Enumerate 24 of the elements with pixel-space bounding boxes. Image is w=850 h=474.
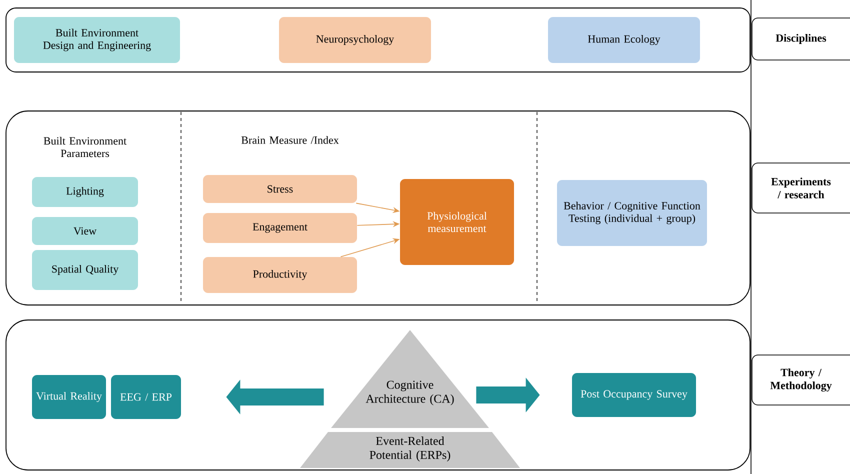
method-box: EEG / ERP: [111, 375, 181, 419]
discipline-box: Built Environment Design and Engineering: [14, 17, 180, 63]
parameter-box: View: [32, 217, 138, 245]
measure-box: Productivity: [203, 257, 357, 293]
discipline-box: Human Ecology: [548, 17, 700, 63]
pyramid-top: Cognitive Architecture (CA): [331, 330, 489, 428]
parameter-box: Spatial Quality: [32, 250, 138, 290]
pyramid-base: Event-Related Potential (ERPs): [300, 432, 520, 468]
section-tab: Theory / Methodology: [752, 354, 850, 406]
parameter-box: Lighting: [32, 177, 138, 207]
section-tab: Experiments / research: [752, 162, 850, 214]
column-heading: Brain Measure /Index: [241, 136, 339, 144]
section-band: [6, 8, 750, 72]
method-box: Post Occupancy Survey: [572, 373, 696, 417]
section-band: [6, 110, 750, 306]
method-box: Virtual Reality: [32, 375, 106, 419]
section-tab: Disciplines: [752, 18, 850, 60]
measurement-box: Physiological measurement: [400, 179, 514, 265]
section-band: [6, 320, 750, 470]
discipline-box: Neuropsychology: [279, 17, 431, 63]
measure-box: Stress: [203, 175, 357, 203]
measure-box: Engagement: [203, 213, 357, 243]
column-heading: Built Environment Parameters: [44, 136, 126, 158]
testing-box: Behavior / Cognitive Function Testing (individual + group): [557, 180, 707, 246]
